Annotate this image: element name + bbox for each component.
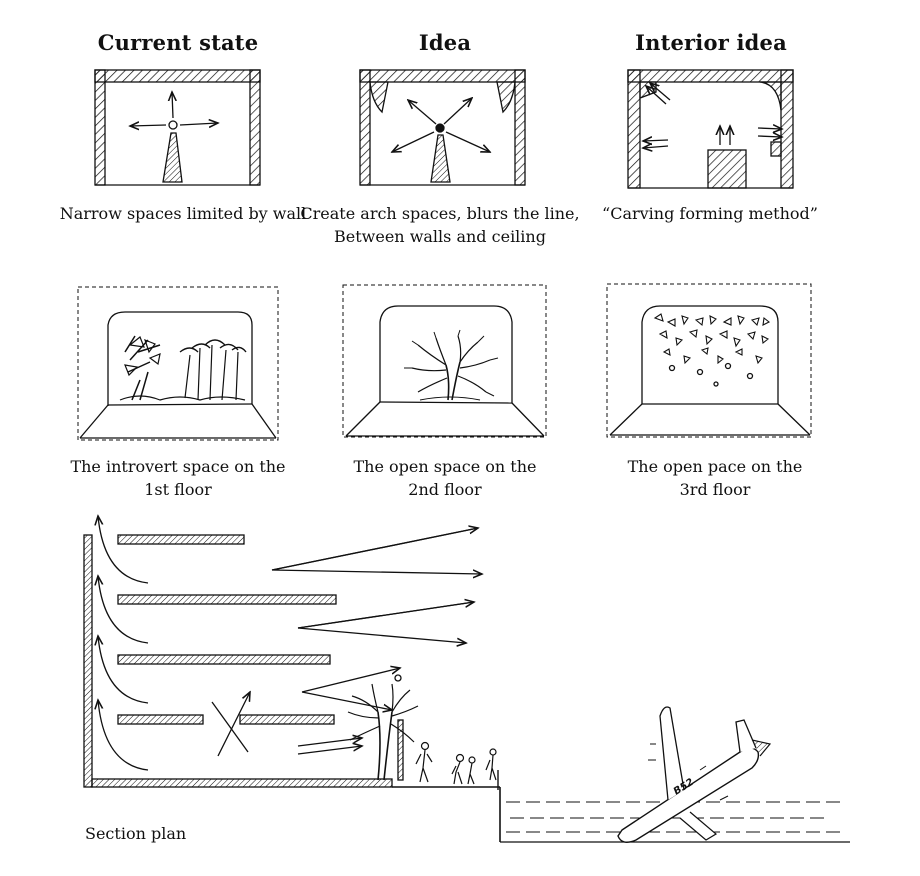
caption-line: 3rd floor <box>679 480 751 499</box>
caption-floor3: The open pace on the 3rd floor <box>565 455 865 501</box>
caption-floor2: The open space on the 2nd floor <box>295 455 595 501</box>
title-idea: Idea <box>418 30 472 55</box>
title-interior-idea: Interior idea <box>635 30 787 55</box>
caption-line: Create arch spaces, blurs the line, <box>300 204 580 223</box>
section-plan-sketch <box>83 516 850 843</box>
caption-line: The open pace on the <box>627 457 803 476</box>
section-plan-label: Section plan <box>85 824 187 843</box>
floor1-sketch <box>77 286 279 441</box>
caption-line: Between walls and ceiling <box>334 227 546 246</box>
caption-idea: Create arch spaces, blurs the line, Betw… <box>290 202 590 248</box>
caption-line: 1st floor <box>144 480 212 499</box>
idea-sketch <box>359 69 526 186</box>
current-state-sketch <box>94 69 261 186</box>
caption-line: The introvert space on the <box>70 457 286 476</box>
floor3-sketch <box>606 283 812 438</box>
caption-floor1: The introvert space on the 1st floor <box>28 455 328 501</box>
caption-current-state: Narrow spaces limited by wall <box>33 202 333 225</box>
caption-line: 2nd floor <box>408 480 482 499</box>
caption-interior-idea: “Carving forming method” <box>560 202 860 225</box>
caption-line: Narrow spaces limited by wall <box>59 204 307 223</box>
caption-line: The open space on the <box>353 457 537 476</box>
title-current-state: Current state <box>97 30 259 55</box>
caption-line: “Carving forming method” <box>602 204 818 223</box>
floor2-sketch <box>342 284 547 438</box>
interior-idea-sketch <box>627 69 794 189</box>
